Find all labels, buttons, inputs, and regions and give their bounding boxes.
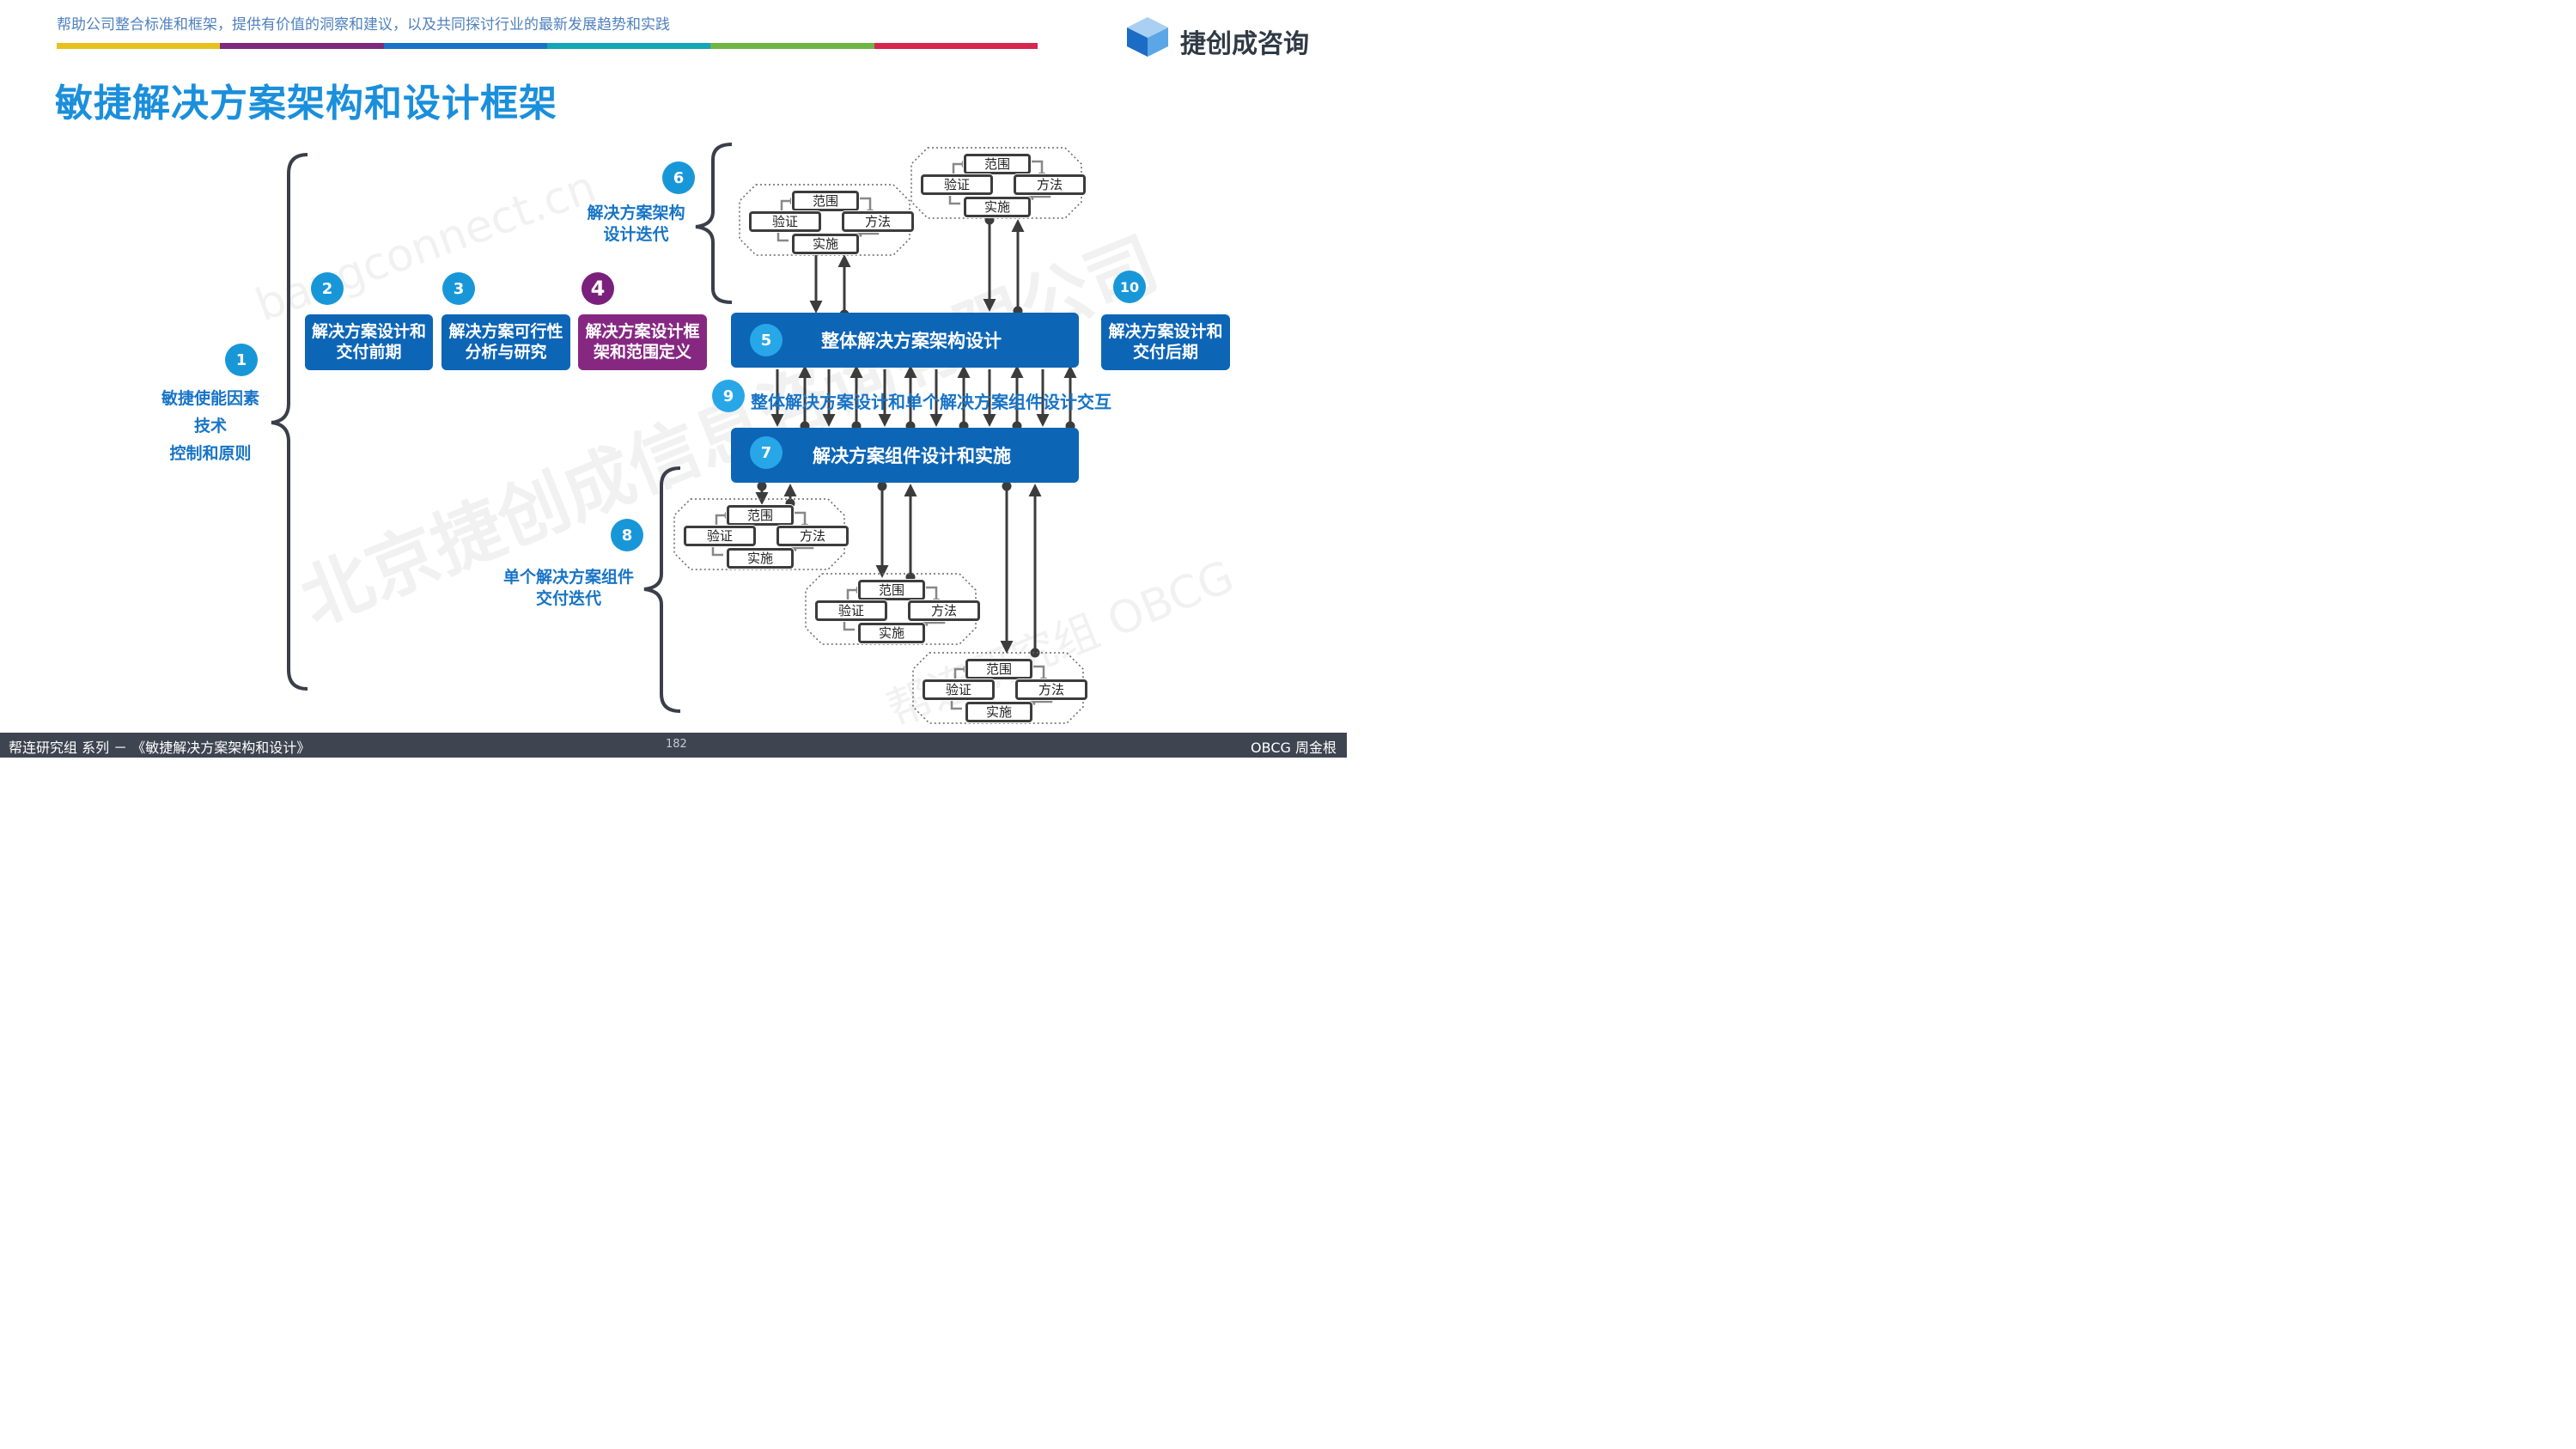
step-8-circle: 8 <box>611 519 643 551</box>
component-iteration-label: 单个解决方案组件 交付迭代 <box>502 568 634 608</box>
cycle-method: 方法 <box>776 526 849 546</box>
iteration-cycle-cluster: 范围 验证 方法 实施 <box>910 147 1086 252</box>
component-iteration-bracket <box>643 466 681 713</box>
iteration-cycle-cluster: 范围 验证 方法 实施 <box>739 184 914 289</box>
enabler-item: 敏捷使能因素 <box>161 389 259 408</box>
enablers-list: 敏捷使能因素 技术 控制和原则 <box>129 385 292 467</box>
iteration-cycle-cluster: 范围 验证 方法 实施 <box>805 573 980 678</box>
component-design-bar[interactable]: 7 解决方案组件设计和实施 <box>731 428 1079 483</box>
interaction-label: 整体解决方案设计和单个解决方案组件设计交互 <box>751 392 1111 412</box>
cycle-implement: 实施 <box>792 234 859 254</box>
company-logo: 捷创成咨询 <box>1124 15 1330 59</box>
cycle-implement: 实施 <box>858 623 925 643</box>
cycle-validate: 验证 <box>923 679 995 700</box>
page-number: 182 <box>666 738 687 751</box>
enabler-item: 控制和原则 <box>169 444 252 463</box>
header-color-bar <box>57 43 1038 49</box>
phase-pre-delivery-box[interactable]: 解决方案设计和 交付前期 <box>305 314 433 370</box>
iteration-cycle-cluster: 范围 验证 方法 实施 <box>673 498 849 603</box>
page-title: 敏捷解决方案架构和设计框架 <box>55 82 557 125</box>
footer: 帮连研究组 系列 － 《敏捷解决方案架构和设计》 182 OBCG 周金根 <box>0 733 1347 758</box>
step-3-circle: 3 <box>442 272 475 305</box>
cycle-scope: 范围 <box>792 191 859 211</box>
enabler-item: 技术 <box>193 417 227 435</box>
footer-series-title: 帮连研究组 系列 － 《敏捷解决方案架构和设计》 <box>9 740 311 756</box>
iteration-cycle-cluster: 范围 验证 方法 实施 <box>912 652 1087 757</box>
phase-framework-scope-box[interactable]: 解决方案设计框 架和范围定义 <box>578 314 707 370</box>
step-4-circle: 4 <box>582 272 614 305</box>
step-10-circle: 10 <box>1113 271 1146 303</box>
cycle-implement: 实施 <box>965 702 1032 722</box>
arch-iteration-label: 解决方案架构 设计迭代 <box>587 204 685 244</box>
phase-label: 解决方案设计框 架和范围定义 <box>585 321 700 362</box>
diagram-connectors <box>271 143 1077 713</box>
cycle-validate: 验证 <box>815 600 887 621</box>
step-5-circle: 5 <box>750 324 783 356</box>
tagline: 帮助公司整合标准和框架，提供有价值的洞察和建议，以及共同探讨行业的最新发展趋势和… <box>57 16 670 33</box>
step-2-circle: 2 <box>311 272 344 305</box>
architecture-design-label: 整体解决方案架构设计 <box>821 331 1002 351</box>
main-bracket <box>271 153 308 691</box>
cycle-validate: 验证 <box>749 211 821 232</box>
cycle-method: 方法 <box>908 600 980 621</box>
cycle-method: 方法 <box>1015 679 1087 700</box>
phase-feasibility-box[interactable]: 解决方案可行性 分析与研究 <box>442 314 570 370</box>
step-7-circle: 7 <box>750 436 783 469</box>
cycle-scope: 范围 <box>964 154 1031 174</box>
cycle-validate: 验证 <box>921 174 993 195</box>
phase-label: 解决方案设计和 交付后期 <box>1108 321 1223 362</box>
color-bar-segment <box>383 43 547 49</box>
color-bar-segment <box>57 43 221 49</box>
color-bar-segment <box>874 43 1038 49</box>
cycle-method: 方法 <box>1014 174 1086 195</box>
footer-author: OBCG 周金根 <box>1251 740 1337 756</box>
component-design-label: 解决方案组件设计和实施 <box>813 446 1011 466</box>
step-9-circle: 9 <box>712 380 745 412</box>
cube-logo-icon <box>1127 17 1168 57</box>
color-bar-segment <box>220 43 384 49</box>
cycle-scope: 范围 <box>965 659 1032 679</box>
step-1-circle: 1 <box>225 344 258 376</box>
phase-label: 解决方案设计和 交付前期 <box>311 321 426 362</box>
cycle-implement: 实施 <box>727 548 794 569</box>
cycle-validate: 验证 <box>684 526 756 546</box>
phase-post-delivery-box[interactable]: 解决方案设计和 交付后期 <box>1101 314 1230 370</box>
step-6-circle: 6 <box>662 161 695 194</box>
architecture-design-bar[interactable]: 5 整体解决方案架构设计 <box>731 313 1079 368</box>
logo-text: 捷创成咨询 <box>1180 29 1309 59</box>
arch-iteration-bracket <box>695 143 733 304</box>
color-bar-segment <box>546 43 711 49</box>
cycle-scope: 范围 <box>858 580 925 600</box>
cycle-implement: 实施 <box>964 197 1031 217</box>
color-bar-segment <box>710 43 874 49</box>
cycle-scope: 范围 <box>727 505 794 526</box>
phase-label: 解决方案可行性 分析与研究 <box>448 321 563 362</box>
cycle-method: 方法 <box>842 211 914 232</box>
